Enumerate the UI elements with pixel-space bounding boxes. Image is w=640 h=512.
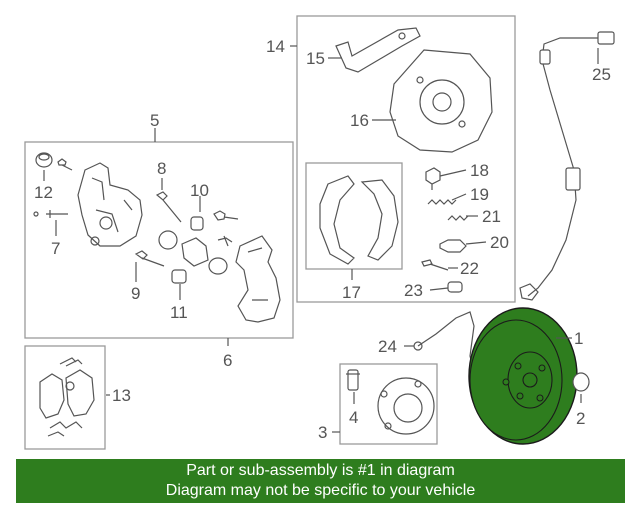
spring-cup-part[interactable]: [447, 281, 463, 293]
hardware-kit-parts: [39, 357, 95, 437]
callout-16: 16: [350, 111, 369, 130]
callout-4: 4: [349, 408, 358, 427]
callout-13: 13: [112, 386, 131, 405]
callout-18: 18: [470, 161, 489, 180]
anti-rattle-clip-part[interactable]: [59, 357, 83, 367]
callout-numbers: 1 2 3 4 5 6 7 8 9 10 11 12 13 14 15 16 1…: [34, 37, 611, 442]
parking-brake-shoe-right-part[interactable]: [360, 179, 399, 261]
callout-10: 10: [190, 181, 209, 200]
banner-line-1: Part or sub-assembly is #1 in diagram: [186, 462, 455, 479]
shoe-set-box: [305, 162, 403, 270]
piston-seal-part[interactable]: [158, 230, 178, 250]
callout-6: 6: [223, 351, 232, 370]
callout-14: 14: [266, 37, 285, 56]
parking-brake-lever-part[interactable]: [335, 27, 421, 73]
callout-1: 1: [574, 329, 583, 348]
pad-clip-part[interactable]: [47, 421, 83, 437]
callout-22: 22: [460, 259, 479, 278]
return-spring-part[interactable]: [427, 199, 457, 205]
hold-down-pin-part[interactable]: [421, 259, 449, 271]
sensor-cable-part[interactable]: [519, 31, 615, 301]
callout-17: 17: [342, 283, 361, 302]
caliper-assembly-box: [24, 141, 294, 339]
callout-12: 12: [34, 183, 53, 202]
wheel-stud-part[interactable]: [347, 369, 359, 391]
callout-11: 11: [170, 303, 188, 322]
backing-plate-part[interactable]: [389, 49, 493, 153]
callout-15: 15: [306, 49, 325, 68]
brake-pads-part[interactable]: [39, 373, 65, 419]
caliper-body-part[interactable]: [77, 162, 143, 247]
banner-line-2: Diagram may not be specific to your vehi…: [165, 482, 476, 499]
boot-part[interactable]: [190, 216, 204, 231]
brake-rotor-part[interactable]: [468, 307, 578, 445]
info-banner: Part or sub-assembly is #1 in diagram Di…: [16, 459, 625, 503]
leader-lines: [43, 45, 599, 433]
callout-24: 24: [378, 337, 397, 356]
callout-5: 5: [150, 111, 159, 130]
bolt-10-part[interactable]: [213, 210, 239, 221]
callout-21: 21: [482, 207, 501, 226]
parking-brake-shoe-left-part[interactable]: [319, 175, 355, 265]
callout-9: 9: [131, 284, 140, 303]
guide-pin-small-part[interactable]: [46, 210, 68, 218]
parking-brake-parts: [319, 27, 493, 293]
hub-bearing-parts: [346, 369, 435, 435]
bleeder-bolt-part[interactable]: [57, 158, 73, 171]
callout-23: 23: [404, 281, 423, 300]
hub-flange-part[interactable]: [377, 377, 435, 435]
caliper-parts: [33, 152, 281, 323]
guide-bolt-part[interactable]: [155, 191, 182, 223]
parking-brake-box: [296, 15, 516, 303]
hub-bearing-box: [339, 363, 438, 445]
adjuster-spring-part[interactable]: [447, 215, 469, 221]
adjuster-part[interactable]: [439, 239, 467, 253]
callout-2: 2: [576, 409, 585, 428]
callout-7: 7: [51, 239, 60, 258]
piston-part[interactable]: [181, 237, 209, 267]
caliper-bracket-part[interactable]: [235, 235, 281, 323]
hold-down-clip-part[interactable]: [425, 167, 441, 190]
bolt-9-part[interactable]: [134, 250, 165, 267]
hub-kit-box: [24, 345, 106, 450]
brake-hose-part[interactable]: [417, 311, 475, 365]
callout-3: 3: [318, 423, 327, 442]
callout-20: 20: [490, 233, 509, 252]
callout-19: 19: [470, 185, 489, 204]
callout-8: 8: [157, 159, 166, 178]
bushing-part[interactable]: [171, 269, 187, 284]
callout-25: 25: [592, 65, 611, 84]
rotor-cap-part[interactable]: [572, 372, 590, 392]
